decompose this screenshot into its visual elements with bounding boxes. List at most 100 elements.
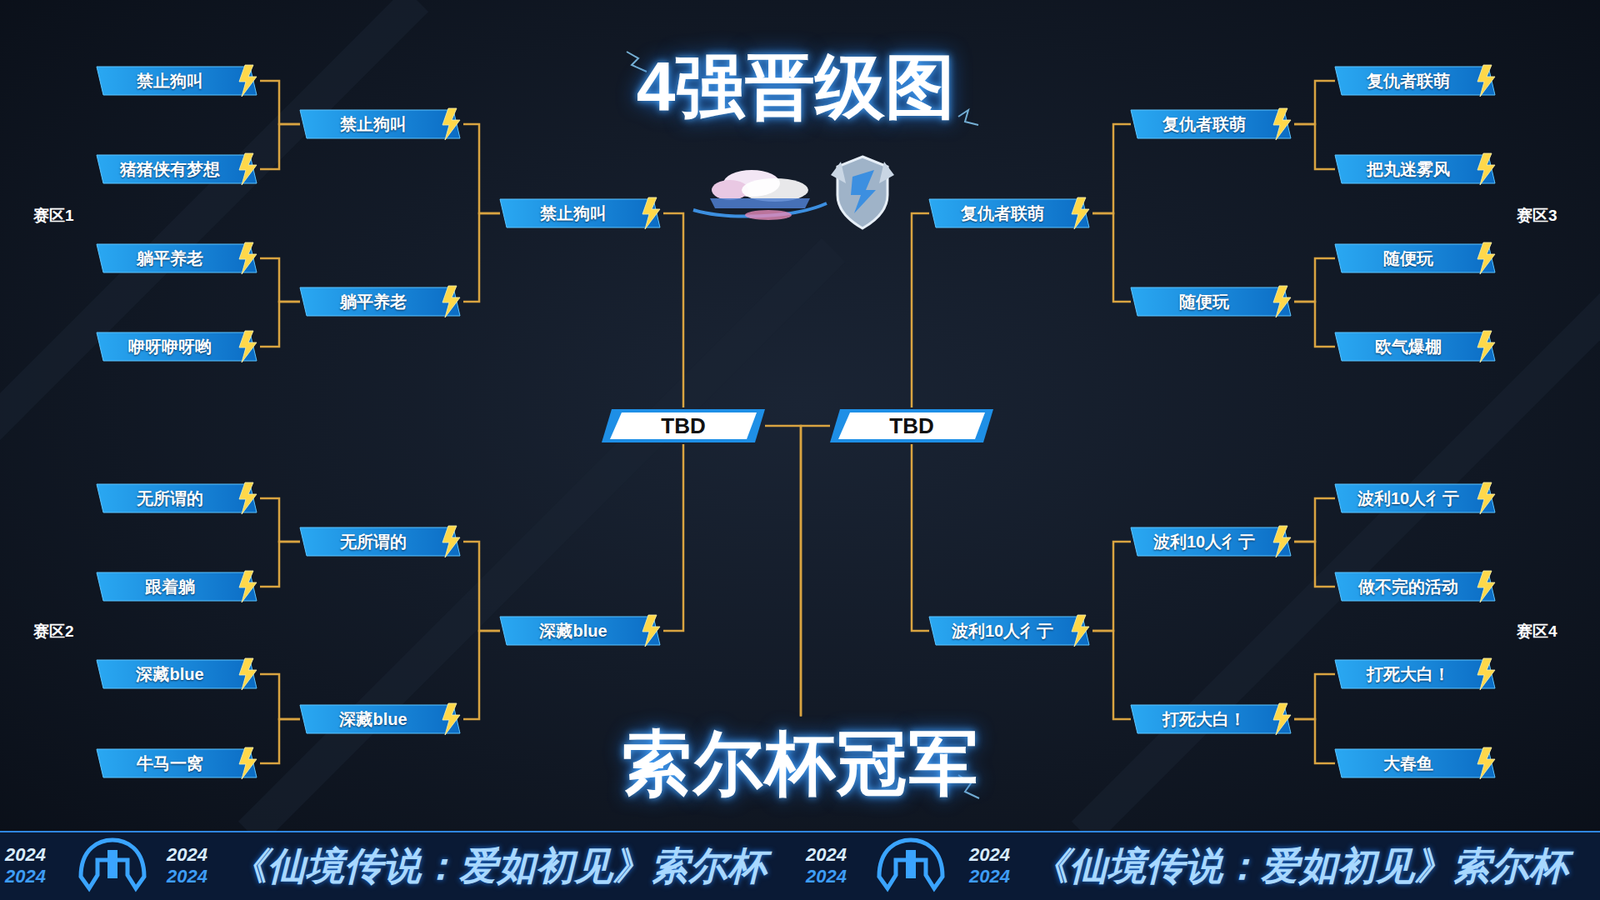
bracket-line [260,541,300,587]
team-box: 躺平养老 [96,241,260,275]
team-box: 躺平养老 [300,285,464,319]
footer-logo [879,840,943,889]
bracket-line [260,674,300,720]
bracket-line [463,124,500,214]
lightning-icon [1477,747,1495,780]
team-box: 咿呀咿呀哟 [96,330,260,364]
footer-logo [80,840,145,889]
team-box: 无所谓的 [96,481,260,515]
team-box: 做不完的活动 [1335,570,1499,604]
lightning-icon [1273,525,1291,558]
lightning-icon [239,242,257,275]
team-box: 深藏blue [96,657,260,691]
lightning-icon [1477,242,1495,275]
bracket-line [260,258,300,302]
lightning-icon [1273,108,1291,140]
team-name: 深藏blue [539,620,607,643]
lightning-icon [239,747,257,780]
team-name: 深藏blue [339,708,407,731]
team-box: 禁止狗叫 [300,107,464,141]
team-name: 波利10人彳亍 [1153,530,1255,554]
footer-banner-text: 《仙境传说：爱如初见》索尔杯 [1030,845,1568,888]
lightning [626,51,980,799]
team-box: 波利10人彳亍 [929,614,1093,648]
bracket-line [1294,301,1335,347]
team-name: 大春鱼 [1383,752,1434,775]
lightning-icon [1477,65,1495,97]
tbd-box: TBD [830,407,994,445]
team-box: 复仇者联萌 [1130,107,1295,141]
year-label: 2024 [805,866,847,887]
lightning-icon [642,615,660,647]
team-box: 复仇者联萌 [1335,64,1499,98]
team-box: 禁止狗叫 [96,64,260,98]
bracket-line [911,444,930,631]
lightning-icon [1273,285,1291,318]
team-name: 猪猪侠有梦想 [120,158,220,181]
team-name: 跟着躺 [145,575,195,599]
team-name: 躺平养老 [136,247,204,270]
team-name: 打死大白！ [1162,708,1246,731]
team-box: 猪猪侠有梦想 [96,152,260,186]
team-name: 波利10人彳亍 [951,620,1054,643]
bracket-line [1294,541,1335,587]
year-label: 2024 [5,866,46,887]
team-box: 随便玩 [1335,241,1499,275]
lightning-icon [239,482,257,515]
team-name: 禁止狗叫 [136,70,204,93]
team-box: 把丸迷雾风 [1335,152,1499,186]
game-logo [693,170,827,220]
team-box: 打死大白！ [1130,702,1295,736]
bracket-line [1092,124,1131,214]
lightning-icon [1071,197,1090,230]
team-name: 把丸迷雾风 [1366,158,1450,181]
team-name: 复仇者联萌 [960,202,1045,225]
bracket-line [1092,630,1131,720]
team-box: 打死大白！ [1335,657,1499,691]
lightning-icon [239,65,257,97]
bracket-line [1294,498,1335,542]
team-box: 禁止狗叫 [500,196,664,230]
year-label: 2024 [166,845,208,865]
tbd-box: TBD [601,407,765,445]
lightning-icon [1477,658,1495,690]
team-name: TBD [660,413,705,440]
lightning-icon [1477,570,1495,603]
bracket-line [1294,258,1335,302]
bracket-line [1294,80,1335,125]
lightning-icon [239,570,257,603]
bracket-line [260,498,300,542]
bracket-line [1294,674,1335,720]
bracket-line [463,630,500,720]
team-name: 牛马一窝 [136,752,204,775]
team-name: 做不完的活动 [1358,575,1459,599]
team-name: 禁止狗叫 [340,113,407,136]
team-box: 牛马一窝 [96,746,260,780]
bracket-line [463,541,500,631]
lightning-icon [442,703,460,735]
team-box: 深藏blue [300,702,464,736]
region-label: 赛区3 [1516,205,1558,227]
team-name: 欧气爆棚 [1375,335,1442,359]
team-name: 复仇者联萌 [1162,113,1246,136]
bracket-line [260,80,300,125]
team-name: 复仇者联萌 [1366,70,1450,93]
bracket-line [260,301,300,347]
bracket-line [1294,719,1335,764]
team-box: 大春鱼 [1335,746,1499,780]
team-box: 深藏blue [500,614,664,648]
team-box: 无所谓的 [300,525,464,559]
footer-banner-text: 《仙境传说：爱如初见》索尔杯 [229,845,766,888]
bracket-line [1092,213,1131,302]
lightning-icon [239,330,257,363]
lightning-icon [239,658,257,690]
team-name: 随便玩 [1179,290,1230,314]
team-name: 无所谓的 [136,487,204,510]
lightning-icon [1477,482,1495,515]
bracket-line [1092,541,1131,631]
year-label: 2024 [166,866,208,887]
team-box: 波利10人彳亍 [1130,525,1295,559]
lightning-icon [642,197,660,230]
bracket-line [800,425,830,717]
champion-box: 索尔杯冠军 [611,721,990,806]
